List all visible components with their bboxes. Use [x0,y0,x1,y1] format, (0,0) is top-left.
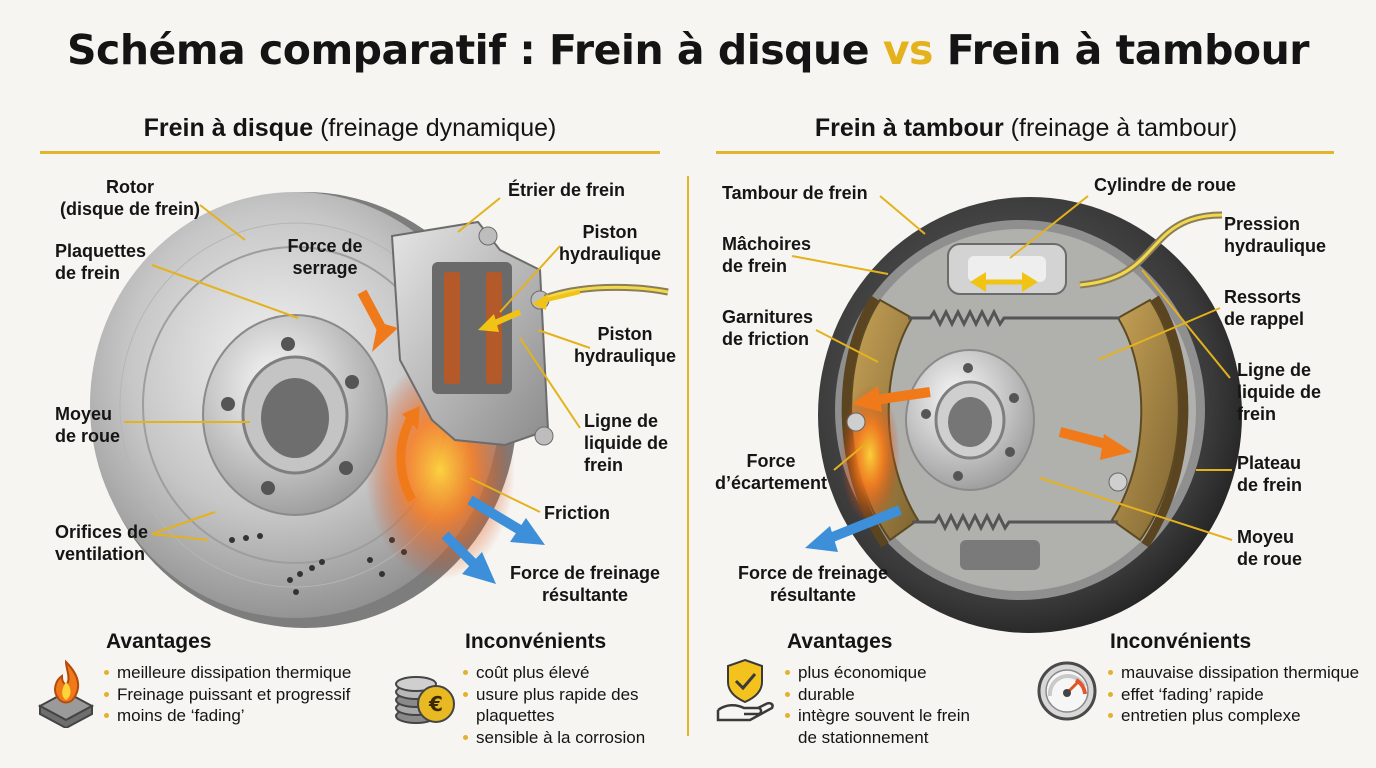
drum-heading-rule [716,151,1334,154]
list-item: moins de ‘fading’ [104,705,384,727]
label-machoires: Mâchoires de frein [722,234,812,276]
drum-avantages-title: Avantages [787,630,893,653]
disc-brake-drawing [90,192,669,628]
vs-word: vs [882,26,934,74]
list-item: meilleure dissipation thermique [104,662,384,684]
fire-heat-icon [37,659,95,728]
drum-avantages-list: plus économique durable intègre souvent … [785,662,1015,748]
list-item: usure plus rapide des plaquettes [463,684,678,727]
disc-avantages-title: Avantages [106,630,212,653]
list-item: effet ‘fading’ rapide [1108,684,1373,706]
list-item: durable [785,684,1015,706]
label-ligne-liquide-drum: Ligne de liquide de frein [1237,360,1322,424]
label-moyeu: Moyeu de roue [55,404,121,446]
list-item: plus économique [785,662,1015,684]
list-item: intègre souvent le frein de stationnemen… [785,705,1015,748]
drum-section-heading: Frein à tambour (freinage à tambour) [814,114,1238,142]
disc-inconvenients-list: coût plus élevé usure plus rapide des pl… [463,662,678,748]
list-item: sensible à la corrosion [463,727,678,749]
label-force-serrage: Force de serrage [287,236,363,278]
label-tambour: Tambour de frein [722,183,868,203]
label-ressorts: Ressorts de rappel [1224,287,1305,329]
label-friction: Friction [544,503,610,523]
list-item: entretien plus complexe [1108,705,1373,727]
center-divider [687,176,689,736]
drum-inconvenients-list: mauvaise dissipation thermique effet ‘fa… [1108,662,1373,727]
label-moyeu-drum: Moyeu de roue [1237,527,1303,569]
label-force-ecartement: Force d’écartement [714,451,828,493]
label-garnitures: Garnitures de friction [722,307,814,349]
label-force-freinage-drum: Force de freinage résultante [737,563,889,605]
label-etrier: Étrier de frein [508,180,626,200]
label-cylindre: Cylindre de roue [1094,175,1237,195]
hand-shield-check-icon [716,658,774,722]
page-title: Schéma comparatif : Frein à disque vs Fr… [66,26,1310,74]
disc-inconvenients-title: Inconvénients [465,630,607,653]
svg-text:€: € [428,692,443,716]
gauge-icon [1037,661,1097,721]
drum-brake-drawing [791,195,1242,633]
disc-avantages-list: meilleure dissipation thermique Freinage… [104,662,384,727]
euro-coins-icon: € [395,676,455,724]
label-plateau: Plateau de frein [1237,453,1303,495]
disc-section-heading: Frein à disque (freinage dynamique) [143,114,557,142]
list-item: mauvaise dissipation thermique [1108,662,1373,684]
drum-inconvenients-title: Inconvénients [1110,630,1252,653]
label-piston-2: Piston hydraulique [573,324,676,366]
label-rotor: Rotor (disque de frein) [59,177,200,219]
list-item: Freinage puissant et progressif [104,684,384,706]
list-item: coût plus élevé [463,662,678,684]
label-plaquettes: Plaquettes de frein [55,241,147,283]
label-force-freinage: Force de freinage résultante [509,563,661,605]
label-ligne-liquide: Ligne de liquide de frein [584,411,669,475]
label-pression: Pression hydraulique [1224,214,1327,256]
disc-heading-rule [40,151,660,154]
label-orifices: Orifices de ventilation [55,522,149,564]
label-piston-1: Piston hydraulique [558,222,661,264]
